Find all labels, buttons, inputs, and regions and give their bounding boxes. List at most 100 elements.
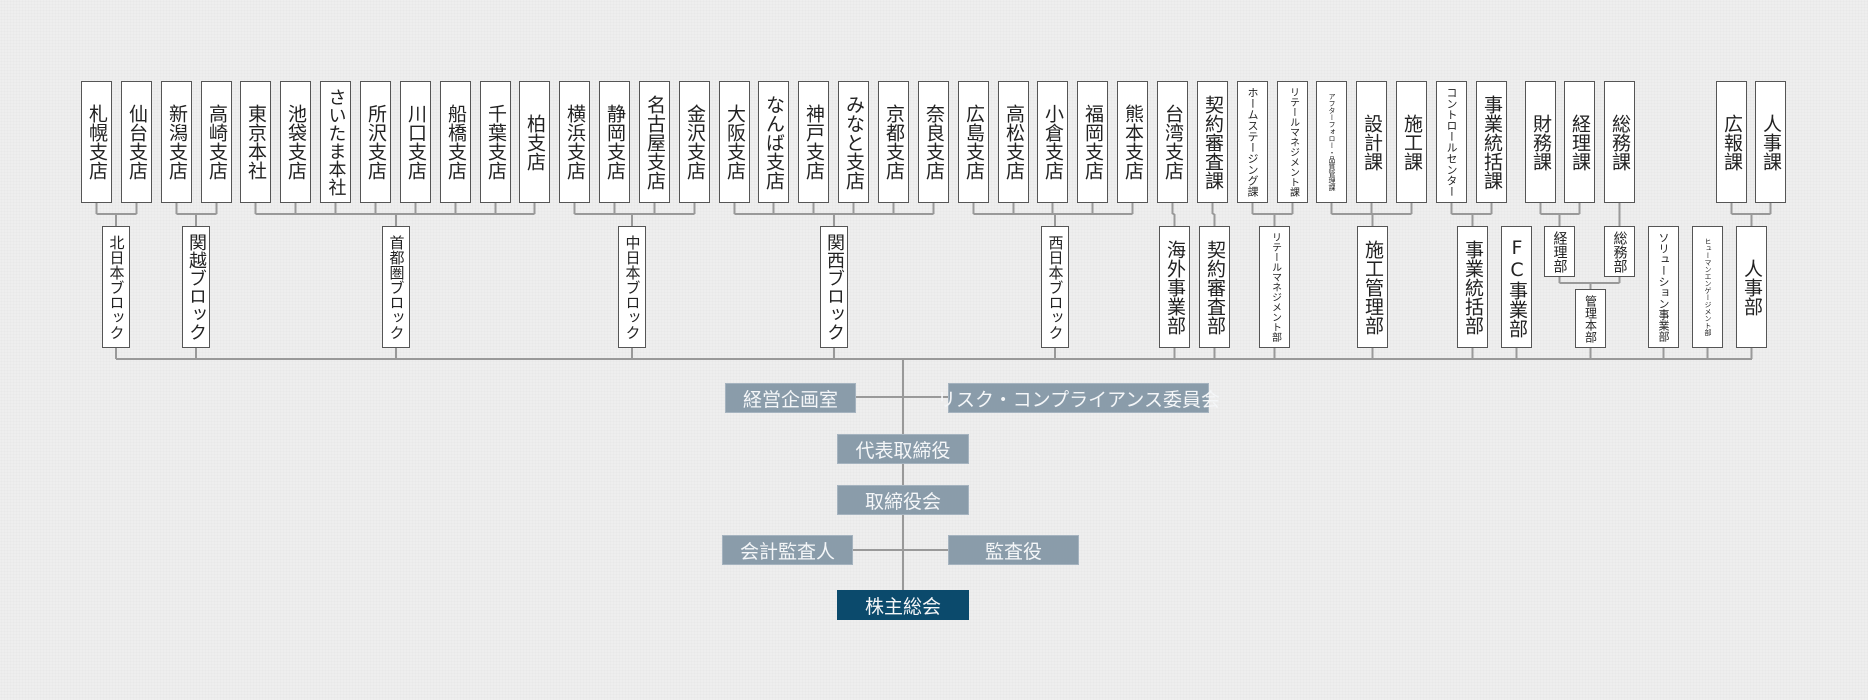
section-box-label: 総務課: [1609, 113, 1631, 171]
section-box-label: 名古屋支店: [644, 94, 666, 190]
corporate-planning-box: 経営企画室: [725, 383, 856, 413]
section-box-label: アフターフォロー・品質管理課: [1328, 93, 1336, 191]
division-box-label: ソリューション事業部: [1657, 232, 1670, 342]
division-box: 関越ブロック: [182, 226, 210, 348]
division-box-label: 西日本ブロック: [1046, 234, 1065, 340]
section-box: 奈良支店: [918, 81, 949, 203]
section-box: 設計課: [1356, 81, 1387, 203]
board-box: 取締役会: [837, 485, 969, 515]
section-box: 所沢支店: [360, 81, 391, 203]
division-box: ソリューション事業部: [1648, 226, 1679, 348]
section-box-label: 福岡支店: [1082, 104, 1104, 180]
section-box-label: 京都支店: [883, 104, 905, 180]
board-label: 取締役会: [864, 490, 941, 513]
section-box-label: みなと支店: [843, 94, 865, 190]
division-box-label: リテールマネジメント部: [1269, 232, 1281, 342]
section-box-label: リテールマネジメント課: [1287, 87, 1299, 197]
auditor-label: 監査役: [984, 540, 1042, 563]
section-box: 熊本支店: [1117, 81, 1148, 203]
section-box-label: 施工課: [1401, 113, 1423, 171]
section-box-label: 事業統括課: [1481, 94, 1503, 190]
division-box: 経理部: [1544, 226, 1575, 277]
division-box-label: FC事業部: [1506, 236, 1528, 338]
section-box: 総務課: [1604, 81, 1635, 203]
section-box-label: ホームステージング課: [1246, 87, 1259, 197]
division-box: FC事業部: [1501, 226, 1532, 348]
section-box-label: 神戸支店: [803, 104, 825, 180]
section-box: コントロールセンター: [1436, 81, 1467, 203]
section-box-label: 千葉支店: [485, 104, 507, 180]
shareholders-meeting-label: 株主総会: [864, 595, 941, 618]
section-box: 神戸支店: [798, 81, 829, 203]
section-box-label: 契約審査課: [1202, 94, 1224, 190]
division-box-label: 経理部: [1551, 230, 1568, 273]
division-box-label: 契約審査部: [1204, 239, 1226, 335]
section-box: 台湾支店: [1157, 81, 1188, 203]
section-box: 経理課: [1564, 81, 1595, 203]
division-box-label: 首都圏ブロック: [387, 234, 406, 340]
section-box-label: 柏支店: [524, 113, 546, 171]
division-box: 人事部: [1736, 226, 1767, 348]
auditor-box: 監査役: [948, 535, 1079, 565]
section-box-label: 高崎支店: [206, 104, 228, 180]
division-box-label: 中日本ブロック: [623, 234, 642, 340]
section-box: 広報課: [1716, 81, 1747, 203]
section-box: 静岡支店: [599, 81, 630, 203]
section-box-label: 小倉支店: [1042, 104, 1064, 180]
section-box: 仙台支店: [121, 81, 152, 203]
section-box: 東京本社: [240, 81, 271, 203]
accounting-auditor-label: 会計監査人: [739, 540, 835, 563]
division-box-label: 施工管理部: [1362, 239, 1384, 335]
section-box: リテールマネジメント課: [1277, 81, 1308, 203]
section-box: 新潟支店: [161, 81, 192, 203]
division-box: 海外事業部: [1159, 226, 1190, 348]
section-box: 大阪支店: [719, 81, 750, 203]
division-box-label: 関越ブロック: [186, 233, 207, 341]
section-box-label: 静岡支店: [604, 104, 626, 180]
section-box-label: 奈良支店: [923, 104, 945, 180]
section-box: 京都支店: [878, 81, 909, 203]
section-box: なんば支店: [758, 81, 789, 203]
section-box-label: さいたま本社: [325, 88, 347, 196]
division-box-label: 人事部: [1741, 258, 1763, 316]
section-box-label: 財務課: [1530, 113, 1552, 171]
section-box-label: 広報課: [1721, 113, 1743, 171]
section-box: さいたま本社: [320, 81, 351, 203]
division-box: 施工管理部: [1357, 226, 1388, 348]
division-box: リテールマネジメント部: [1259, 226, 1290, 348]
division-box: 管理本部: [1575, 289, 1606, 348]
section-box: 小倉支店: [1037, 81, 1068, 203]
accounting-auditor-box: 会計監査人: [722, 535, 853, 565]
division-box: 総務部: [1604, 226, 1635, 277]
section-box-label: なんば支店: [763, 94, 785, 190]
section-box: 契約審査課: [1197, 81, 1228, 203]
section-box: 財務課: [1525, 81, 1556, 203]
section-box-label: 所沢支店: [365, 104, 387, 180]
division-box: 中日本ブロック: [618, 226, 646, 348]
section-box: 高崎支店: [201, 81, 232, 203]
section-box: 人事課: [1755, 81, 1786, 203]
section-box-label: 人事課: [1760, 113, 1782, 171]
section-box-label: 高松支店: [1003, 104, 1025, 180]
section-box: 柏支店: [519, 81, 550, 203]
section-box-label: 熊本支店: [1122, 104, 1144, 180]
section-box: 千葉支店: [480, 81, 511, 203]
section-box: 川口支店: [400, 81, 431, 203]
division-box: 北日本ブロック: [102, 226, 130, 348]
section-box: 福岡支店: [1077, 81, 1108, 203]
division-box: 契約審査部: [1199, 226, 1230, 348]
section-box: 船橋支店: [440, 81, 471, 203]
risk-compliance-box: リスク・コンプライアンス委員会: [937, 383, 1220, 413]
section-box-label: 広島支店: [963, 104, 985, 180]
section-box: 広島支店: [958, 81, 989, 203]
section-box: 横浜支店: [559, 81, 590, 203]
section-box-label: 経理課: [1569, 113, 1591, 171]
section-box-label: 新潟支店: [166, 104, 188, 180]
section-box: 名古屋支店: [639, 81, 670, 203]
section-box: 金沢支店: [679, 81, 710, 203]
division-box: ヒューマンエンゲージメント部: [1692, 226, 1723, 348]
section-box: 池袋支店: [280, 81, 311, 203]
section-box-label: 横浜支店: [564, 104, 586, 180]
division-box-label: ヒューマンエンゲージメント部: [1704, 238, 1712, 336]
